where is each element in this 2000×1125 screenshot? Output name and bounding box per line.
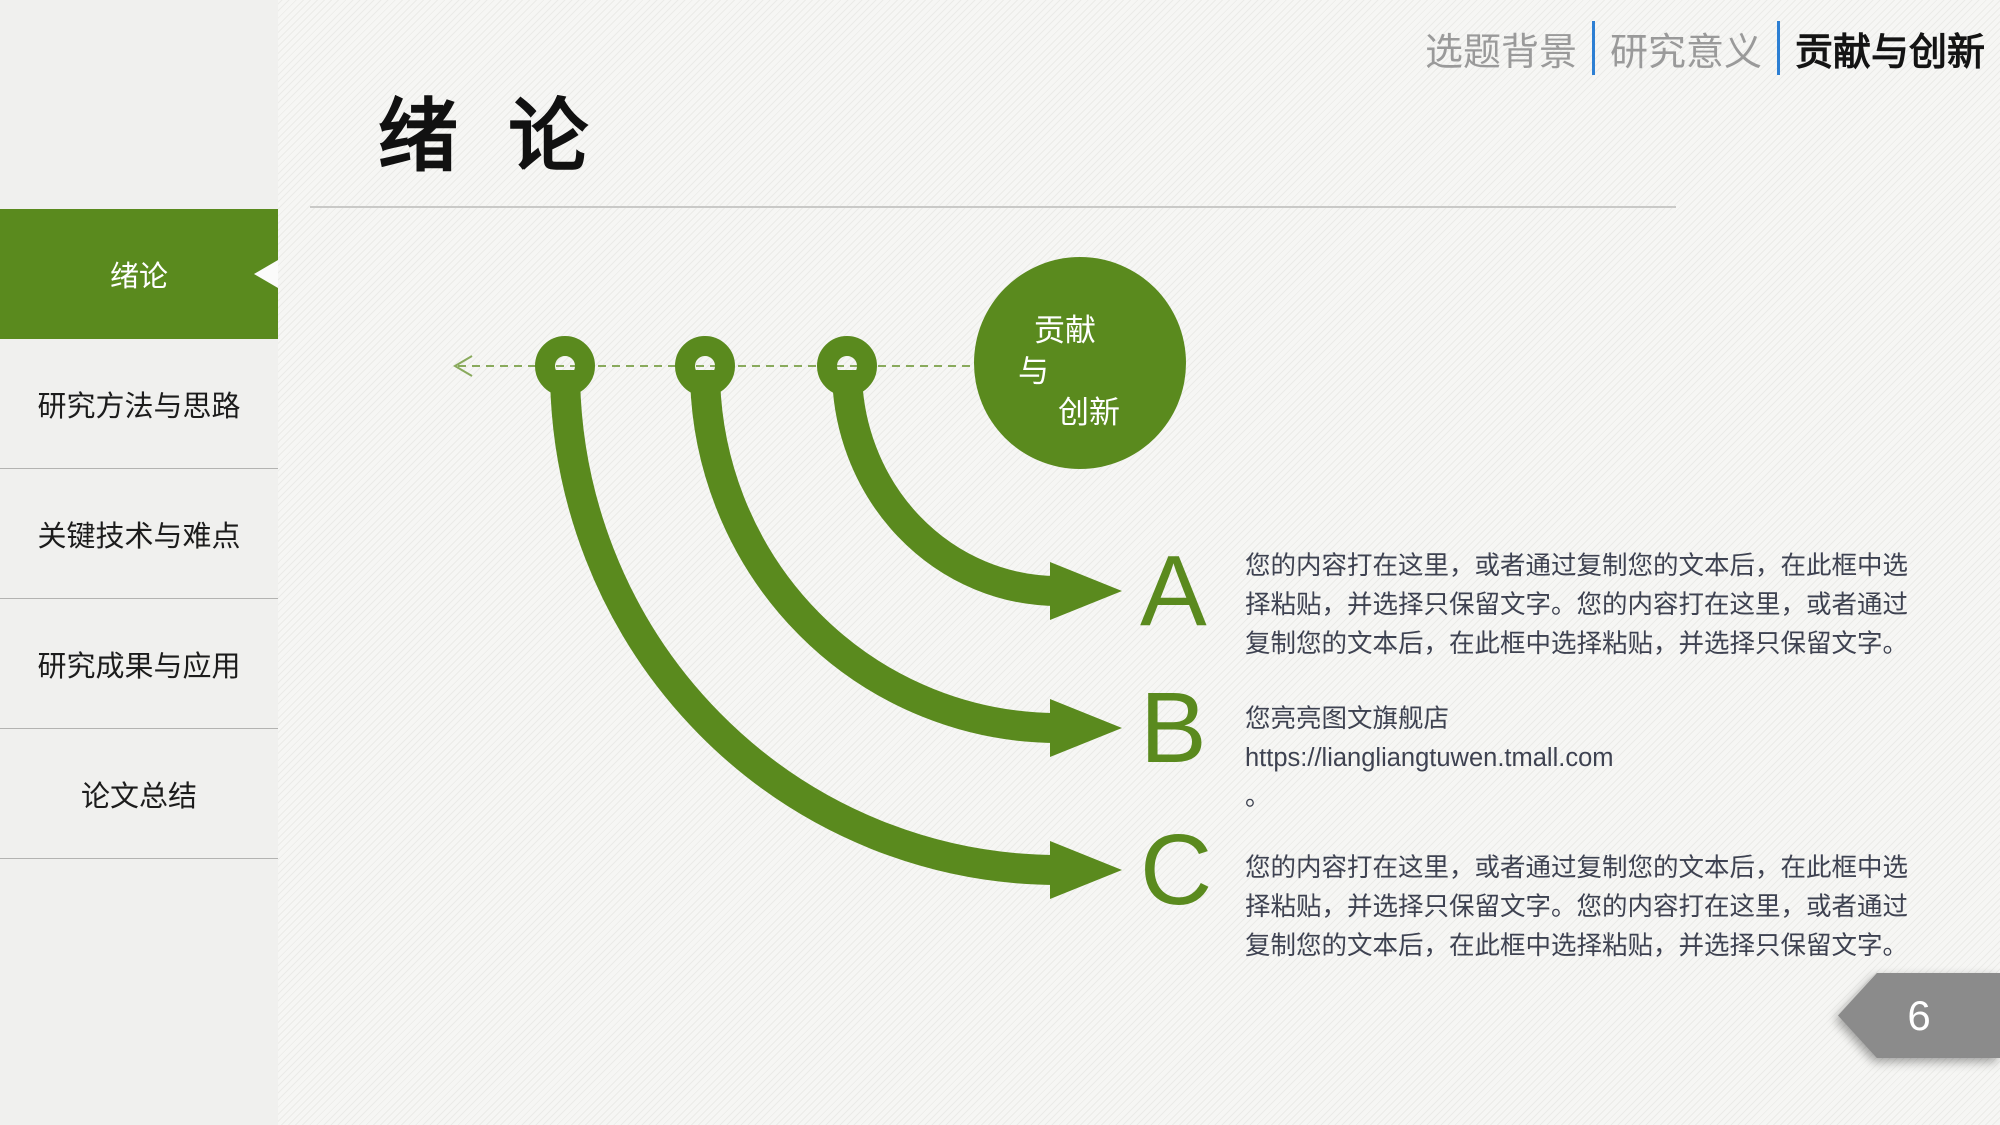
tab-contribution-innovation[interactable]: 贡献与创新 [1794, 31, 1985, 74]
sidebar-column [0, 0, 278, 1125]
topic-circle-line: 与 [1018, 354, 1049, 389]
row-text-c: 您的内容打在这里，或者通过复制您的文本后，在此框中选择粘贴，并选择只保留文字。您… [1245, 854, 1909, 960]
sidebar-item-label: 研究成果与应用 [37, 650, 241, 683]
topic-circle-label: 贡献 与 创新 [1012, 310, 1162, 433]
tab-topic-background[interactable]: 选题背景 [1424, 31, 1577, 74]
tab-separator [1591, 21, 1595, 75]
arrowhead-c-icon [1050, 841, 1122, 899]
row-letter-a: A [1140, 535, 1207, 647]
sidebar-item-label: 绪论 [109, 261, 168, 293]
sidebar-item-label: 研究方法与思路 [37, 390, 241, 423]
active-pointer-icon [254, 260, 278, 288]
sidebar-item-key-tech[interactable]: 关键技术与难点 [0, 469, 278, 599]
tab-research-significance[interactable]: 研究意义 [1609, 31, 1762, 74]
title-underline [310, 206, 1676, 208]
sidebar-item-introduction[interactable]: 绪论 [0, 209, 278, 339]
row-letter-c: C [1140, 814, 1213, 926]
donut-node-3 [817, 336, 877, 396]
arrowhead-b-icon [1050, 699, 1122, 757]
arc-to-b [690, 369, 1059, 743]
page-number-badge: 6 [1838, 973, 2000, 1058]
row-text-b: 您亮亮图文旗舰店 https://liangliangtuwen.tmall.c… [1245, 705, 1614, 811]
donut-node-2 [675, 336, 735, 396]
sidebar-item-results[interactable]: 研究成果与应用 [0, 599, 278, 729]
tab-separator [1776, 21, 1780, 75]
page-number: 6 [1907, 991, 1931, 1039]
arc-to-c [550, 369, 1059, 885]
arc-to-a [832, 369, 1059, 606]
sidebar-item-label: 关键技术与难点 [37, 520, 241, 553]
page-title: 绪 论 [378, 92, 603, 181]
sidebar-item-summary[interactable]: 论文总结 [0, 729, 278, 859]
sidebar-menu: 绪论 研究方法与思路 关键技术与难点 研究成果与应用 论文总结 [0, 209, 278, 859]
sidebar-item-methods[interactable]: 研究方法与思路 [0, 339, 278, 469]
topic-circle [974, 257, 1186, 469]
topic-circle-line: 创新 [1058, 395, 1120, 430]
donut-node-1 [535, 336, 595, 396]
row-letter-b: B [1140, 672, 1207, 784]
row-text-a: 您的内容打在这里，或者通过复制您的文本后，在此框中选择粘贴，并选择只保留文字。您… [1245, 552, 1909, 658]
sidebar-item-label: 论文总结 [80, 780, 197, 813]
section-tabs: 选题背景 研究意义 贡献与创新 [1410, 20, 1990, 76]
topic-circle-line: 贡献 [1034, 313, 1096, 348]
arrowhead-a-icon [1050, 562, 1122, 620]
